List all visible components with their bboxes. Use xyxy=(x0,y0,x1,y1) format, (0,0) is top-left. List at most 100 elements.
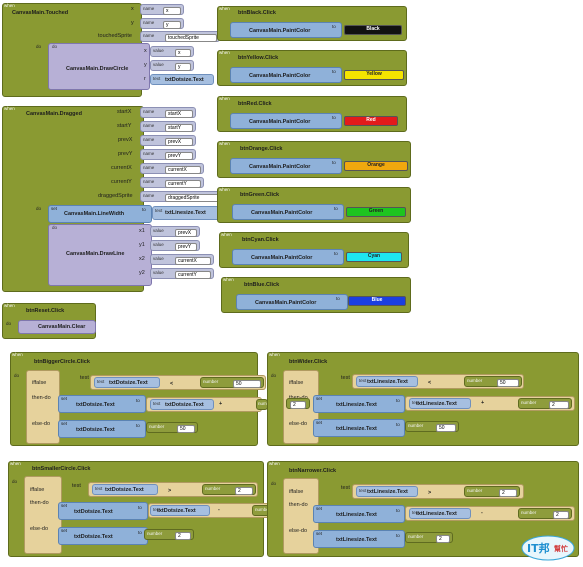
btnwider-title: btnWider.Click xyxy=(289,359,328,365)
color-red-swatch[interactable]: Red xyxy=(344,116,398,126)
watermark-main-text: IT邦 xyxy=(527,542,550,555)
btnblack-title: btnBlack.Click xyxy=(238,10,276,16)
drawline-param-y1: y1 xyxy=(139,242,145,248)
ifelse-smaller[interactable] xyxy=(24,476,62,554)
color-yellow-swatch[interactable]: Yellow xyxy=(344,70,404,80)
wider-stray-number[interactable]: 2 xyxy=(286,398,310,409)
do-label: do xyxy=(36,206,42,211)
set-linewidth[interactable] xyxy=(48,205,152,223)
param-draggedsprite: draggedSprite xyxy=(98,193,133,199)
btnyellow-title: btnYellow.Click xyxy=(238,55,279,61)
drawline-param-y2: y2 xyxy=(139,270,145,276)
wider-then-set[interactable] xyxy=(313,395,405,413)
param-x: x xyxy=(131,6,134,12)
set-paintcolor-green[interactable] xyxy=(232,204,344,220)
call-label: do xyxy=(52,44,58,49)
color-green-swatch[interactable]: Green xyxy=(346,207,406,217)
call-canvas-clear[interactable] xyxy=(18,320,96,334)
btnbiggercircle-title: btnBiggerCircle.Click xyxy=(34,359,90,365)
smaller-then-set[interactable] xyxy=(58,502,148,520)
touched-title: CanvasMain.Touched xyxy=(12,10,69,16)
param-startx: startX xyxy=(117,109,132,115)
btnreset-title: btnReset.Click xyxy=(26,308,65,314)
color-cyan-swatch[interactable]: Cyan xyxy=(346,252,402,262)
set-paintcolor-yellow[interactable] xyxy=(230,67,342,83)
drawline-param-x1: x1 xyxy=(139,228,145,234)
call-drawcircle[interactable] xyxy=(48,43,150,90)
call-label: do xyxy=(52,225,58,230)
param-currenty: currentY xyxy=(111,179,132,185)
param-touchedsprite: touchedSprite xyxy=(98,33,132,39)
btnnarrower-title: btnNarrower.Click xyxy=(289,468,337,474)
set-paintcolor-black[interactable] xyxy=(230,22,342,38)
param-starty: startY xyxy=(117,123,132,129)
narrower-else-set[interactable] xyxy=(313,530,405,548)
to-label: to xyxy=(142,207,146,212)
bigger-else-set[interactable] xyxy=(58,420,146,438)
wider-else-set[interactable] xyxy=(313,419,405,437)
set-label: set xyxy=(51,206,58,211)
call-drawline[interactable] xyxy=(48,224,152,286)
btnblue-title: btnBlue.Click xyxy=(244,282,280,288)
btnsmallercircle-title: btnSmallerCircle.Click xyxy=(32,466,91,472)
drawline-title: CanvasMain.DrawLine xyxy=(66,251,125,257)
set-paintcolor-cyan[interactable] xyxy=(232,249,344,265)
color-blue-swatch[interactable]: Blue xyxy=(348,296,406,306)
param-prevy: prevY xyxy=(118,151,133,157)
drawcircle-title: CanvasMain.DrawCircle xyxy=(66,66,129,72)
ithome-watermark-logo: IT邦 幫忙 xyxy=(521,535,575,561)
watermark-sub-text: 幫忙 xyxy=(554,545,568,553)
bigger-then-set[interactable] xyxy=(58,395,146,413)
narrower-then-set[interactable] xyxy=(313,505,405,523)
drawline-param-x2: x2 xyxy=(139,256,145,262)
do-label: do xyxy=(36,44,42,49)
set-paintcolor-blue[interactable] xyxy=(236,294,348,310)
set-paintcolor-red[interactable] xyxy=(230,113,342,129)
color-orange-swatch[interactable]: Orange xyxy=(344,161,408,171)
color-black-swatch[interactable]: Black xyxy=(344,25,402,35)
btnorange-title: btnOrange.Click xyxy=(240,146,283,152)
param-prevx: prevX xyxy=(118,137,133,143)
ifelse-bigger[interactable] xyxy=(26,370,60,444)
set-paintcolor-orange[interactable] xyxy=(230,158,342,174)
btnred-title: btnRed.Click xyxy=(238,101,272,107)
when-label: when xyxy=(4,106,15,111)
drawcircle-param-x: x xyxy=(144,48,147,54)
